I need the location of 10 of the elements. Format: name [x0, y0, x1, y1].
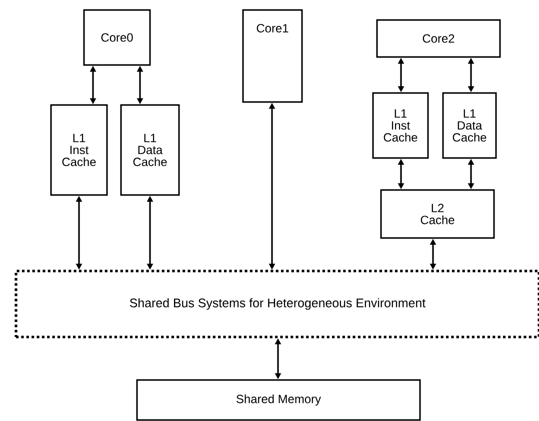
memory-box: Shared Memory	[136, 379, 421, 421]
bus-box: Shared Bus Systems for Heterogeneous Environment	[14, 270, 539, 338]
cache-box: L1 Data Cache	[120, 104, 180, 196]
cache-box: L1 Inst Cache	[372, 92, 429, 159]
core-box: Core0	[83, 9, 151, 66]
core-box: Core2	[376, 19, 501, 58]
cache-box: L2 Cache	[380, 189, 495, 239]
cache-box: L1 Inst Cache	[50, 104, 108, 196]
core-box: Core1	[242, 9, 303, 103]
cache-box: L1 Data Cache	[442, 92, 497, 159]
